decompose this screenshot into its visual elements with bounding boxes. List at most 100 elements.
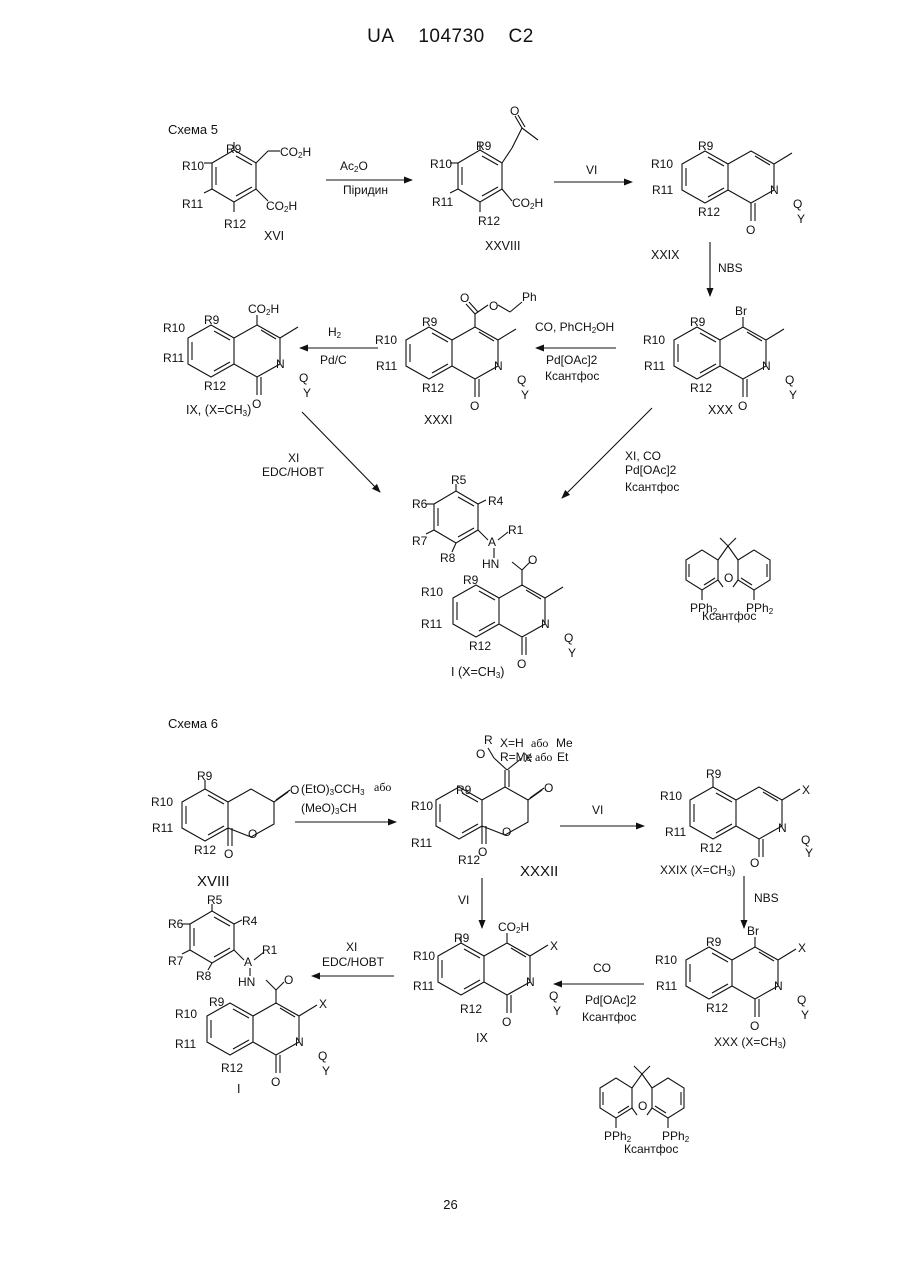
svg-text:R9: R9: [690, 315, 706, 329]
svg-text:O: O: [528, 553, 537, 567]
svg-text:Q: Q: [549, 989, 558, 1003]
scheme6-title: Схема 6: [168, 716, 218, 731]
reagent-co: CO: [593, 961, 611, 975]
svg-text:O: O: [738, 399, 747, 413]
svg-text:R5: R5: [207, 893, 223, 907]
compound-xxix-scheme6: R9 R10 R11 R12 O N Q Y X: [660, 767, 813, 870]
svg-text:R6: R6: [168, 917, 184, 931]
svg-text:R9: R9: [454, 931, 470, 945]
svg-text:O: O: [750, 1019, 759, 1033]
reagent-co-benzyl: CO, PhCH2OH: [535, 320, 614, 335]
svg-text:Y: Y: [801, 1008, 809, 1022]
reagent-xantphos-1: Ксантфос: [545, 369, 599, 383]
svg-text:O: O: [502, 825, 511, 839]
scheme5-title: Схема 5: [168, 122, 218, 137]
svg-text:O: O: [746, 223, 755, 237]
svg-text:N: N: [526, 975, 535, 989]
svg-text:O: O: [290, 783, 299, 797]
svg-text:R11: R11: [411, 836, 432, 850]
svg-text:HN: HN: [238, 975, 255, 989]
svg-text:O: O: [248, 827, 257, 841]
label-xvi: XVI: [264, 229, 284, 243]
svg-text:N: N: [778, 821, 787, 835]
svg-text:R12: R12: [422, 381, 444, 395]
svg-text:Q: Q: [793, 197, 802, 211]
svg-text:Ph: Ph: [522, 290, 537, 304]
compound-i-scheme5: R5 R4 R6 R7 R8 A R1 HN O: [412, 473, 537, 586]
reagent-pd-2: Pd[OAc]2: [625, 463, 677, 477]
svg-text:R10: R10: [660, 789, 682, 803]
compound-xviii: R9 R10 R11 R12 O O O: [151, 769, 299, 861]
svg-text:CO2H: CO2H: [280, 145, 311, 160]
svg-text:Y: Y: [797, 212, 805, 226]
reagent-nbs-2: NBS: [754, 891, 779, 905]
svg-text:R10: R10: [421, 585, 443, 599]
compound-xxviii: O R9 R10 R11 R12 CO2H XXVIII: [430, 104, 543, 253]
svg-text:Y: Y: [805, 846, 813, 860]
reagent-vi-1: VI: [586, 163, 597, 177]
svg-text:R12: R12: [700, 841, 722, 855]
label-ix-scheme6: IX: [476, 1031, 488, 1045]
label-xviii: XVIII: [197, 873, 230, 890]
svg-text:O: O: [252, 397, 261, 411]
label-xxxii: XXXII: [520, 863, 558, 880]
svg-text:R10: R10: [655, 953, 677, 967]
svg-text:Q: Q: [797, 993, 806, 1007]
svg-text:Br: Br: [735, 304, 747, 318]
label-i-scheme5: I (X=CH3): [451, 665, 504, 680]
svg-text:Q: Q: [801, 833, 810, 847]
svg-text:N: N: [762, 359, 771, 373]
reagent-pyridine: Піридин: [343, 183, 388, 197]
reagent-edc-2: EDC/HOBT: [322, 955, 385, 969]
svg-text:R12: R12: [460, 1002, 482, 1016]
compound-xvi: R9 R10 R11 R12 CO2H CO2H XVI: [182, 142, 311, 243]
reagent-pd-1: Pd[OAc]2: [546, 353, 598, 367]
svg-text:CO2H: CO2H: [512, 196, 543, 211]
svg-text:R9: R9: [476, 139, 492, 153]
svg-text:R12: R12: [194, 843, 216, 857]
svg-text:R11: R11: [665, 825, 686, 839]
svg-text:Y: Y: [789, 388, 797, 402]
reagent-edc-1: EDC/HOBT: [262, 465, 325, 479]
reagent-vi-right: VI: [592, 803, 603, 817]
svg-text:O: O: [489, 299, 498, 313]
svg-text:R12: R12: [458, 853, 480, 867]
svg-text:N: N: [541, 617, 550, 631]
label-xxxi: XXXI: [424, 413, 453, 427]
svg-text:R9: R9: [204, 313, 220, 327]
x-def: X=H: [500, 736, 524, 750]
svg-text:N: N: [774, 979, 783, 993]
compound-i-scheme6-core: R9 R10 R11 R12 O N Q Y X: [175, 995, 330, 1089]
reagent-xantphos-2: Ксантфос: [625, 480, 679, 494]
svg-text:R10: R10: [163, 321, 185, 335]
svg-text:Br: Br: [747, 924, 759, 938]
svg-text:R9: R9: [226, 142, 242, 156]
svg-text:Y: Y: [553, 1004, 561, 1018]
svg-text:CO2H: CO2H: [266, 199, 297, 214]
svg-text:R10: R10: [175, 1007, 197, 1021]
svg-text:Y: Y: [322, 1064, 330, 1078]
page-number: 26: [0, 1197, 901, 1212]
svg-text:R6: R6: [412, 497, 428, 511]
xantphos-label-2: Ксантфос: [624, 1142, 678, 1156]
svg-text:O: O: [224, 847, 233, 861]
svg-text:(EtO)3CCH3: (EtO)3CCH3: [301, 782, 365, 797]
reagent-xi-1: XI: [288, 451, 299, 465]
xantphos-structure-2: O PPh2 PPh2: [600, 1066, 690, 1144]
x-def-abo: або: [531, 736, 548, 750]
svg-text:Y: Y: [568, 646, 576, 660]
svg-text:Q: Q: [318, 1049, 327, 1063]
svg-text:R11: R11: [644, 359, 665, 373]
svg-text:R9: R9: [698, 139, 714, 153]
svg-text:R8: R8: [440, 551, 456, 565]
svg-text:O: O: [502, 1015, 511, 1029]
svg-text:O: O: [470, 399, 479, 413]
compound-xxx: R9 Br R10 R11 R12 O N Q Y: [643, 304, 797, 413]
svg-text:R4: R4: [488, 494, 504, 508]
svg-text:R4: R4: [242, 914, 258, 928]
svg-text:A: A: [244, 955, 252, 969]
reagent-xi-co: XI, CO: [625, 449, 661, 463]
reagent-pdc: Pd/C: [320, 353, 347, 367]
label-xxx: XXX: [708, 403, 734, 417]
